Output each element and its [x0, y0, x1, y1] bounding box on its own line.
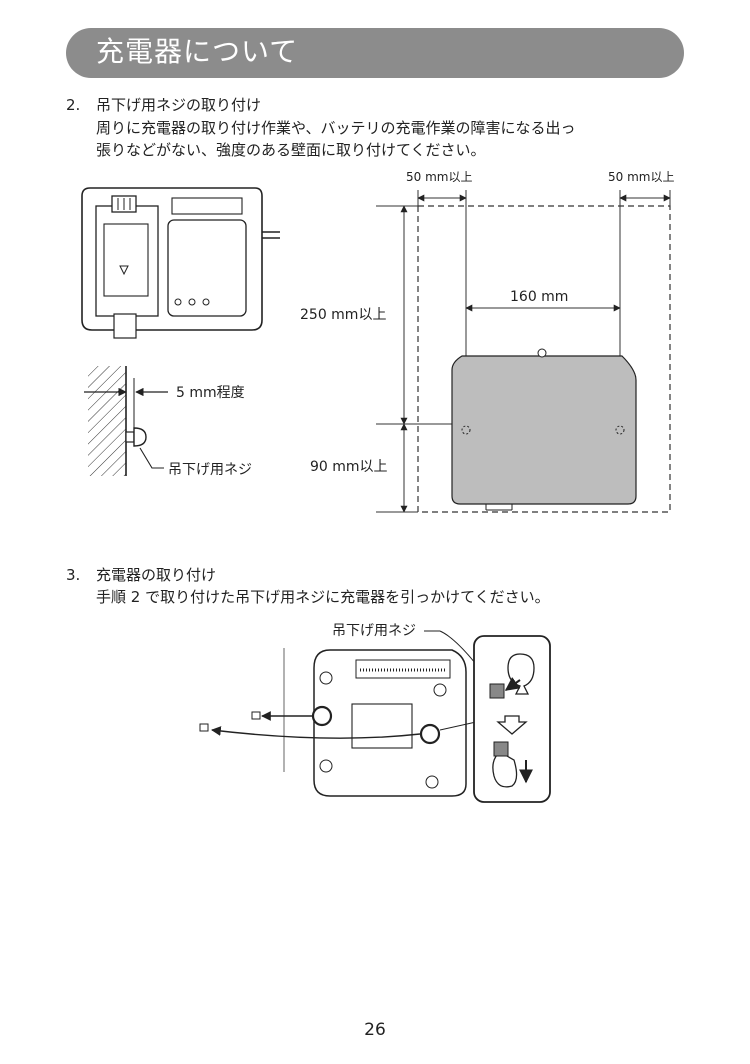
section-header	[66, 28, 684, 78]
step3-title: 充電器の取り付け	[96, 566, 217, 584]
mount-screw-label: 吊下げ用ネジ	[332, 623, 416, 639]
clearance-top-label: 250 mm以上	[300, 307, 387, 323]
screw-label: 吊下げ用ネジ	[168, 462, 252, 478]
screw-gap-label: 5 mm程度	[176, 385, 245, 401]
section-title: 充電器について	[96, 35, 299, 68]
step3-number: 3.	[66, 566, 81, 584]
step2-title: 吊下げ用ネジの取り付け	[96, 96, 262, 114]
clearance-left-label: 50 mm以上	[406, 170, 473, 184]
clearance-bottom-label: 90 mm以上	[310, 459, 388, 475]
wall-screw-side-view	[84, 366, 168, 476]
step2-body-line1: 周りに充電器の取り付け作業や、バッテリの充電作業の障害になる出っ	[96, 119, 576, 137]
clearance-diagram	[376, 190, 671, 513]
mounting-illustration	[199, 630, 551, 803]
hole-spacing-label: 160 mm	[510, 289, 569, 305]
step2-number: 2.	[66, 96, 81, 114]
page-number: 26	[364, 1020, 386, 1040]
step2-body-line2: 張りなどがない、強度のある壁面に取り付けてください。	[96, 141, 486, 159]
clearance-right-label: 50 mm以上	[608, 170, 675, 184]
charger-front-illustration	[81, 187, 280, 339]
step3-body: 手順 2 で取り付けた吊下げ用ネジに充電器を引っかけてください。	[96, 588, 550, 606]
